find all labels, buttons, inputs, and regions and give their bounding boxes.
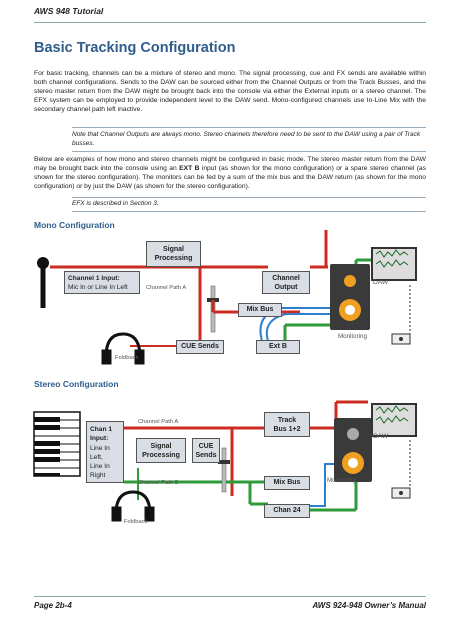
note-efx: EFX is described in Section 3. — [72, 200, 159, 207]
mono-signal-processing-l1: Signal — [162, 246, 184, 253]
mono-channel-input-box: Channel 1 Input: Mic In or Line In Left — [64, 271, 140, 294]
running-header: AWS 948 Tutorial — [34, 6, 104, 16]
stereo-signal-processing-l2: Processing — [142, 452, 180, 459]
stereo-cue-sends-box: CUE Sends — [192, 438, 220, 463]
note2-rule-bottom — [72, 211, 426, 212]
stereo-chan-line-4: Line In — [90, 463, 110, 471]
mono-cue-sends-box: CUE Sends — [176, 340, 224, 354]
stereo-daw-screen-icon — [371, 403, 417, 437]
intro-paragraph: For basic tracking, channels can be a mi… — [34, 70, 426, 113]
footer-manual-title: AWS 924-948 Owner’s Manual — [312, 601, 426, 610]
stereo-track-bus-l1: Track — [277, 417, 297, 424]
stereo-fader-knob — [218, 460, 230, 464]
stereo-headphones-icon — [111, 490, 155, 522]
mono-signal-lines — [37, 230, 417, 365]
stereo-chan-line-0: Chan 1 — [90, 426, 112, 433]
daw-interface-icon — [391, 333, 411, 345]
page-title: Basic Tracking Configuration — [34, 40, 236, 56]
mono-mix-bus-box: Mix Bus — [238, 303, 282, 317]
stereo-config-heading: Stereo Configuration — [34, 379, 119, 389]
mono-signal-processing-l2: Processing — [154, 255, 193, 262]
stereo-chan-line-1: Input: — [90, 435, 109, 443]
mono-channel-path-label: Channel Path A — [146, 285, 187, 291]
stereo-signal-processing-box: Signal Processing — [136, 438, 186, 463]
stereo-track-bus-l2: Bus 1+2 — [273, 426, 301, 433]
microphone-icon — [37, 257, 49, 308]
mono-channel-input-l1: Channel 1 Input: — [68, 275, 120, 282]
stereo-chan-24-box: Chan 24 — [264, 504, 310, 518]
stereo-signal-processing-l1: Signal — [150, 443, 172, 450]
stereo-daw-interface-icon — [391, 487, 411, 499]
stereo-channel-path-b-label: Channel Path B — [138, 480, 179, 486]
stereo-chan-input-box: Chan 1 Input: Line In Left, Line In Righ… — [86, 421, 124, 483]
stereo-track-bus-box: Track Bus 1+2 — [264, 412, 310, 437]
note-rule-bottom — [72, 151, 426, 152]
footer-rule — [34, 596, 426, 597]
headphones-icon — [101, 332, 145, 365]
stereo-daw-label: DAW — [373, 433, 389, 440]
mono-config-heading: Mono Configuration — [34, 220, 115, 230]
ext-b-term: EXT B — [179, 164, 200, 172]
mono-monitoring-label: Monitoring — [338, 333, 367, 340]
note-rule-top — [72, 127, 426, 128]
stereo-cue-l1: CUE — [198, 443, 214, 450]
keyboard-icon — [33, 411, 81, 477]
note2-rule-top — [72, 197, 426, 198]
stereo-fader-track — [221, 447, 227, 493]
stereo-mix-bus-box: Mix Bus — [264, 476, 310, 490]
note-channel-outputs: Note that Channel Outputs are always mon… — [72, 131, 421, 147]
stereo-channel-path-a-label: Channel Path A — [138, 419, 179, 425]
stereo-chan-line-5: Right — [90, 472, 106, 480]
footer-page-number: Page 2b-4 — [34, 601, 72, 610]
config-paragraph: Below are examples of how mono and stere… — [34, 156, 426, 192]
mono-ext-b-box: Ext B — [256, 340, 300, 354]
stereo-foldback-label: Foldback — [124, 519, 148, 525]
mono-daw-label: DAW — [373, 279, 389, 286]
stereo-chan-line-2: Line In — [90, 444, 110, 452]
mono-channel-output-l1: Channel — [272, 275, 300, 282]
stereo-chan-line-3: Left, — [90, 453, 103, 461]
mono-foldback-label: Foldback — [115, 355, 139, 361]
stereo-monitoring-label: Monitoring — [327, 477, 356, 484]
stereo-signal-lines — [33, 400, 417, 522]
config-paragraph-text-2: input (as shown for the mono configurati… — [34, 164, 426, 190]
stereo-speaker-icon — [334, 418, 372, 482]
stereo-cue-l2: Sends — [195, 452, 217, 459]
mono-signal-processing-box: Signal Processing — [146, 241, 201, 267]
config-paragraph-text-1: Below are examples of how mono and stere… — [34, 156, 426, 172]
mono-channel-output-box: Channel Output — [262, 271, 310, 294]
speaker-icon — [330, 264, 370, 330]
daw-screen-icon — [371, 247, 417, 281]
mono-channel-output-l2: Output — [274, 283, 298, 291]
header-rule — [34, 22, 426, 23]
mono-channel-input-l2: Mic In or Line In Left — [68, 283, 128, 291]
stereo-monitor-blue — [302, 463, 334, 507]
